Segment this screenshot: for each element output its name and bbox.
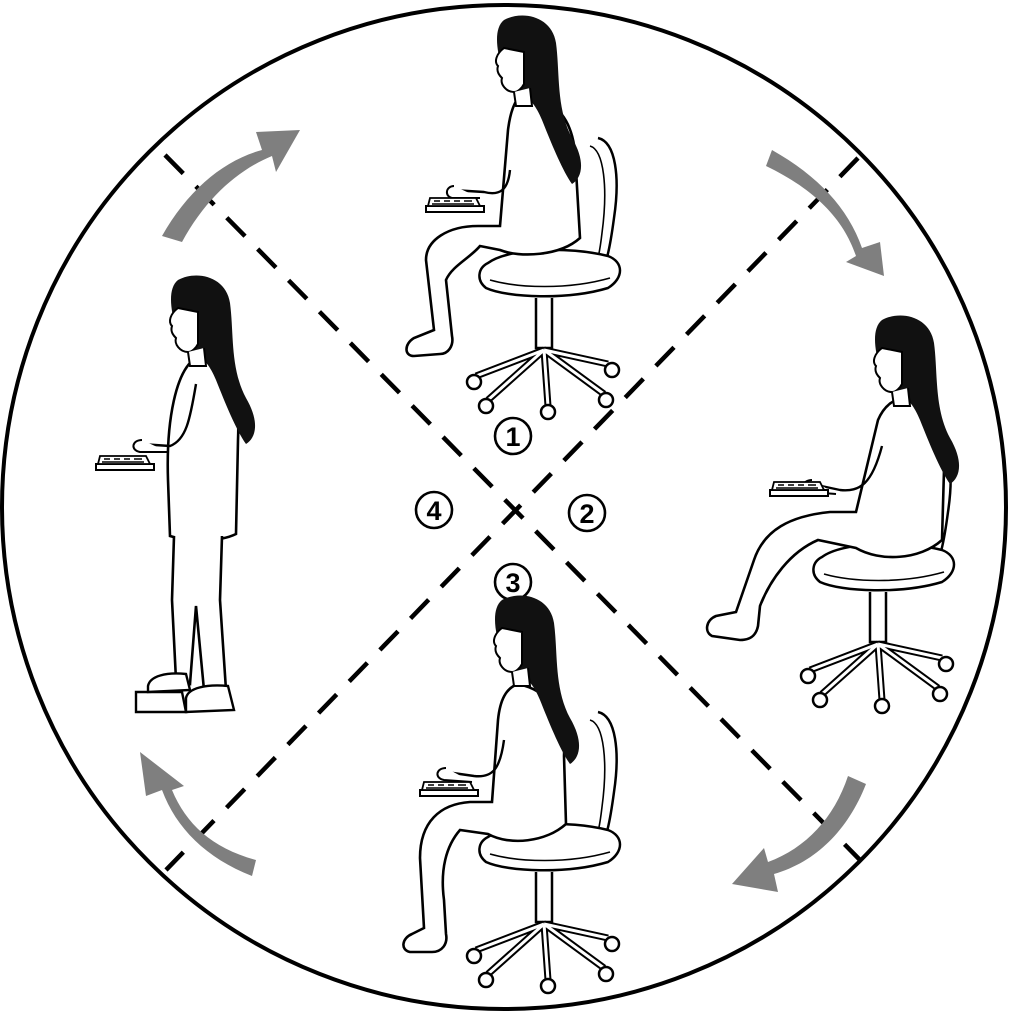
quadrant-number-4: 4 <box>416 492 452 528</box>
quadrant-number-3: 3 <box>495 564 531 600</box>
svg-text:1: 1 <box>505 422 520 452</box>
svg-text:2: 2 <box>579 499 594 529</box>
keyboard-tray <box>96 456 154 470</box>
svg-text:3: 3 <box>505 568 520 598</box>
keyboard-tray <box>770 482 828 496</box>
keyboard-tray <box>426 198 484 212</box>
footrest <box>136 692 186 712</box>
quadrant-number-2: 2 <box>569 495 605 531</box>
quadrant-number-1: 1 <box>495 418 531 454</box>
svg-text:4: 4 <box>426 496 441 526</box>
keyboard-tray <box>420 782 478 796</box>
